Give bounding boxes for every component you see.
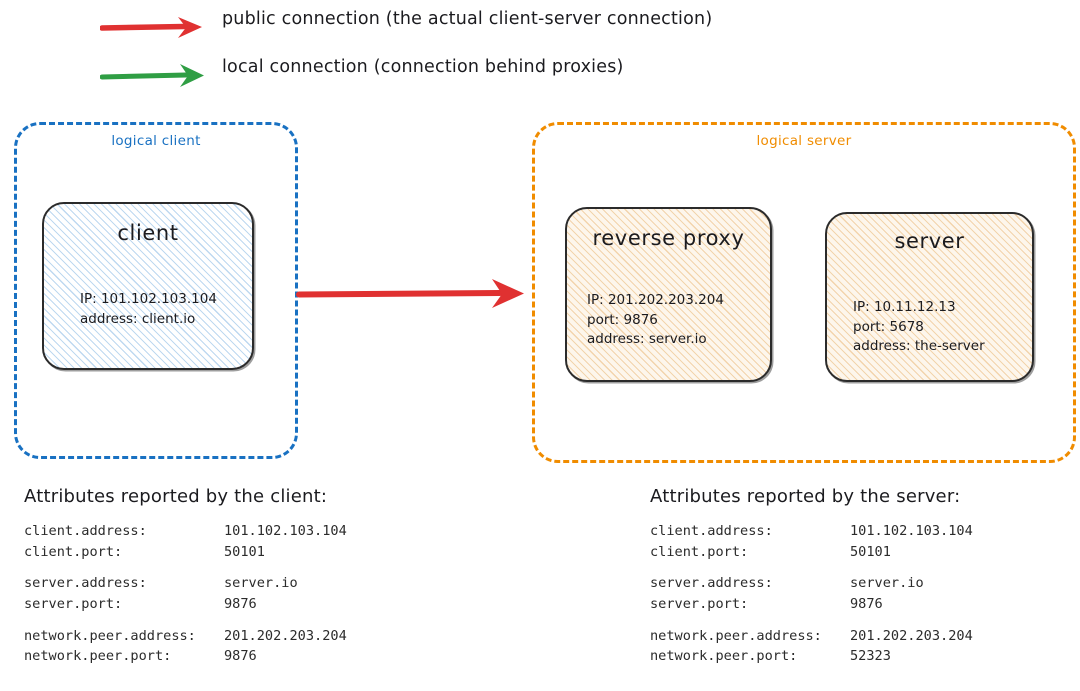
client-node-title: client: [117, 221, 179, 245]
attribute-key: server.port:: [650, 595, 749, 612]
attribute-value: 101.102.103.104: [224, 523, 347, 539]
attribute-key: network.peer.port:: [24, 648, 172, 665]
attribute-row: client.port: 50101: [24, 542, 347, 563]
attribute-row: client.port: 50101: [650, 542, 973, 563]
logical-server-group: logical server: [532, 122, 1076, 463]
attribute-key: network.peer.port:: [650, 648, 798, 665]
client-attributes-heading: Attributes reported by the client:: [24, 486, 328, 507]
server-attributes-heading: Attributes reported by the server:: [650, 486, 961, 507]
attribute-row: client.address: 101.102.103.104: [650, 521, 973, 542]
reverse-proxy-node-title: reverse proxy: [592, 226, 745, 250]
reverse-proxy-node[interactable]: reverse proxy IP: 201.202.203.204 port: …: [565, 207, 772, 382]
attribute-row-spacer: [24, 615, 347, 626]
attribute-row: network.peer.address: 201.202.203.204: [650, 626, 973, 647]
public-connection-arrow: [296, 279, 524, 308]
legend-label-local-connection: local connection (connection behind prox…: [222, 57, 624, 77]
attribute-row: network.peer.address: 201.202.203.204: [24, 626, 347, 647]
server-node-details: IP: 10.11.12.13 port: 5678 address: the-…: [853, 299, 985, 355]
server-attributes-block: Attributes reported by the server: clien…: [650, 486, 973, 667]
attribute-value: 9876: [224, 595, 257, 612]
attribute-key: network.peer.address:: [24, 627, 196, 644]
legend-label-public-connection: public connection (the actual client-ser…: [222, 9, 713, 29]
attribute-key: network.peer.address:: [650, 627, 822, 644]
attribute-row: network.peer.port: 9876: [24, 646, 347, 667]
attribute-key: client.port:: [24, 543, 123, 560]
red-arrow-icon: [100, 17, 202, 38]
logical-client-group-label: logical client: [111, 133, 201, 149]
attribute-row: server.address: server.io: [24, 573, 347, 594]
attribute-value: 201.202.203.204: [224, 627, 347, 644]
attribute-value: server.io: [224, 575, 298, 592]
attribute-row: server.port: 9876: [650, 594, 973, 615]
server-node[interactable]: server IP: 10.11.12.13 port: 5678 addres…: [825, 212, 1034, 382]
attribute-key: client.address:: [24, 523, 147, 539]
legend: public connection (the actual client-ser…: [0, 0, 1080, 100]
attribute-key: client.address:: [650, 523, 773, 539]
attribute-value: 52323: [850, 648, 891, 665]
client-node[interactable]: client IP: 101.102.103.104 address: clie…: [42, 202, 254, 370]
attribute-key: server.address:: [650, 575, 773, 592]
client-attributes-block: Attributes reported by the client: clien…: [24, 486, 347, 667]
attribute-value: 9876: [224, 648, 257, 665]
server-attributes-rows: client.address: 101.102.103.104 client.p…: [650, 521, 973, 667]
reverse-proxy-node-details: IP: 201.202.203.204 port: 9876 address: …: [587, 292, 724, 348]
attribute-row: network.peer.port: 52323: [650, 646, 973, 667]
attribute-key: server.address:: [24, 575, 147, 592]
attribute-row-spacer: [650, 615, 973, 626]
attribute-key: client.port:: [650, 543, 749, 560]
attribute-value: 50101: [850, 543, 891, 560]
attribute-row-spacer: [24, 562, 347, 573]
attribute-value: server.io: [850, 575, 924, 592]
logical-server-group-label: logical server: [756, 133, 852, 149]
server-node-title: server: [894, 229, 965, 253]
attribute-row: server.port: 9876: [24, 594, 347, 615]
green-arrow-icon: [100, 64, 204, 87]
client-node-details: IP: 101.102.103.104 address: client.io: [80, 291, 217, 327]
attribute-value: 201.202.203.204: [850, 627, 973, 644]
client-attributes-rows: client.address: 101.102.103.104 client.p…: [24, 521, 347, 667]
attribute-row: server.address: server.io: [650, 573, 973, 594]
attribute-value: 50101: [224, 543, 265, 560]
attribute-value: 101.102.103.104: [850, 523, 973, 539]
attribute-row-spacer: [650, 562, 973, 573]
attribute-row: client.address: 101.102.103.104: [24, 521, 347, 542]
attribute-key: server.port:: [24, 595, 123, 612]
attribute-value: 9876: [850, 595, 883, 612]
logical-client-group: logical client: [14, 122, 298, 459]
